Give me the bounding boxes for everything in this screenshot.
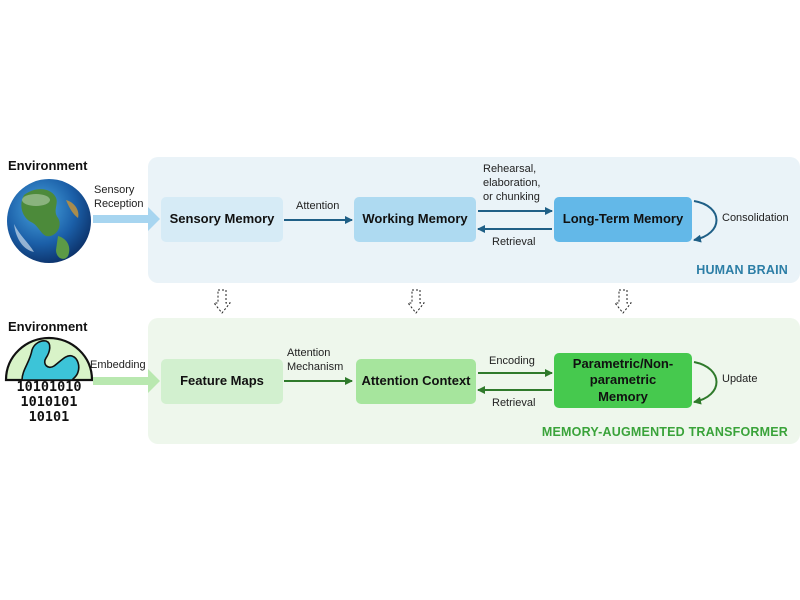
down-arrow-1 (212, 289, 232, 314)
transformer-label: MEMORY-AUGMENTED TRANSFORMER (541, 425, 788, 439)
consolidation-loop-arrow (693, 200, 718, 243)
sensory-reception-label: Sensory Reception (94, 184, 144, 210)
retrieval-label-transformer: Retrieval (492, 397, 536, 409)
embedding-label: Embedding (90, 359, 146, 371)
feature-maps-box: Feature Maps (161, 359, 283, 404)
sensory-memory-box: Sensory Memory (161, 197, 283, 242)
encoding-label: Encoding (489, 355, 535, 367)
human-brain-label: HUMAN BRAIN (696, 263, 788, 277)
working-memory-box: Working Memory (354, 197, 476, 242)
retrieval-label-human: Retrieval (492, 236, 536, 248)
environment-title-top: Environment (8, 158, 88, 173)
rehearsal-label: Rehearsal, elaboration, or chunking (483, 163, 541, 203)
sensory-reception-arrow (93, 207, 160, 231)
attention-mechanism-label: Attention Mechanism (287, 347, 344, 373)
consolidation-label: Consolidation (722, 212, 789, 224)
down-arrow-3 (613, 289, 633, 314)
attention-label: Attention (296, 200, 340, 212)
correspondence-arrows (212, 289, 633, 314)
update-loop-arrow (693, 361, 718, 405)
update-label: Update (722, 373, 758, 385)
binary-data-text: 10101010 1010101 10101 (16, 379, 82, 425)
embedding-arrow (93, 369, 160, 393)
data-head-icon (4, 336, 94, 382)
attention-context-box: Attention Context (356, 359, 476, 404)
long-term-memory-box: Long-Term Memory (554, 197, 692, 242)
parametric-memory-box: Parametric/Non-parametric Memory (554, 353, 692, 408)
environment-title-bottom: Environment (8, 319, 88, 334)
earth-globe-icon (7, 179, 91, 263)
down-arrow-2 (406, 289, 426, 314)
